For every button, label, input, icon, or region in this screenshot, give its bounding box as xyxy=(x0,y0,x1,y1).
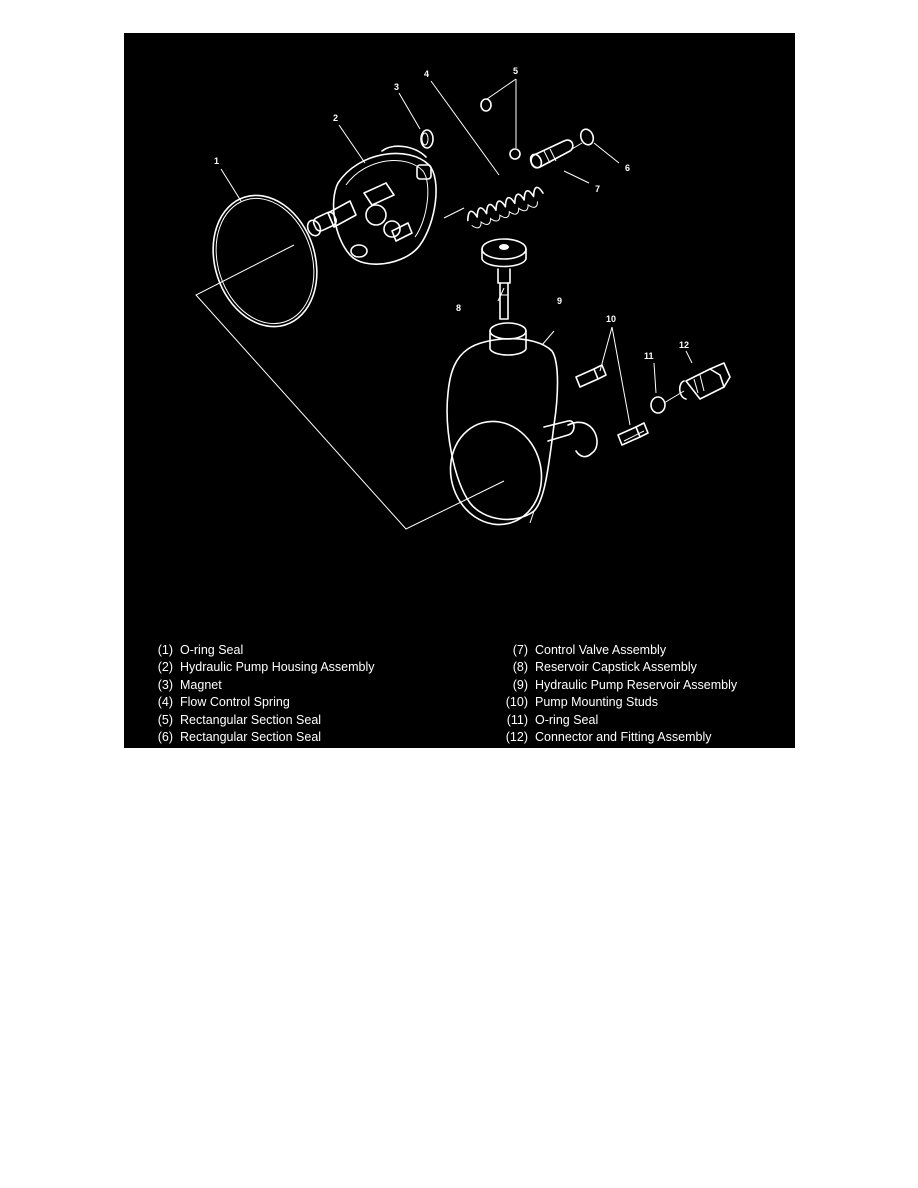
legend-column-left: (1)O-ring Seal (2)Hydraulic Pump Housing… xyxy=(144,642,375,746)
magnet xyxy=(420,129,434,149)
callout-10: 10 xyxy=(606,314,616,324)
callout-4: 4 xyxy=(424,69,429,79)
legend-item: (2)Hydraulic Pump Housing Assembly xyxy=(157,660,375,675)
connector-fitting xyxy=(678,362,731,400)
legend-item: (11)O-ring Seal xyxy=(506,712,599,727)
parts-legend: (1)O-ring Seal (2)Hydraulic Pump Housing… xyxy=(124,639,795,748)
legend-item: (8)Reservoir Capstick Assembly xyxy=(512,660,697,675)
reservoir-capstick xyxy=(481,238,527,320)
assembly-guide-line xyxy=(195,244,505,530)
legend-item: (12)Connector and Fitting Assembly xyxy=(505,729,712,744)
callout-12: 12 xyxy=(679,340,689,350)
callout-9: 9 xyxy=(557,296,562,306)
callout-3: 3 xyxy=(394,82,399,92)
o-ring-seal-large xyxy=(212,194,318,328)
pump-mounting-studs xyxy=(575,364,649,446)
pump-housing xyxy=(306,145,437,265)
legend-item: (5)Rectangular Section Seal xyxy=(157,712,322,727)
rectangular-section-seals xyxy=(480,98,521,160)
callout-11: 11 xyxy=(644,351,654,361)
legend-item: (4)Flow Control Spring xyxy=(157,695,290,710)
control-valve xyxy=(529,139,574,169)
rectangular-section-seal-6 xyxy=(579,128,595,146)
callout-2: 2 xyxy=(333,113,338,123)
legend-item: (3)Magnet xyxy=(157,677,222,692)
flow-control-spring xyxy=(466,186,544,229)
legend-item: (9)Hydraulic Pump Reservoir Assembly xyxy=(512,677,738,692)
exploded-view-figure: 1 2 3 4 5 6 7 8 9 10 11 12 (1)O-ring Sea… xyxy=(124,33,795,748)
callout-7: 7 xyxy=(595,184,600,194)
callout-6: 6 xyxy=(625,163,630,173)
pump-reservoir xyxy=(446,322,598,526)
o-ring-seal-small xyxy=(650,396,666,414)
power-steering-pump-exploded-diagram: 1 2 3 4 5 6 7 8 9 10 11 12 xyxy=(195,66,731,530)
legend-item: (6)Rectangular Section Seal xyxy=(157,729,322,744)
legend-column-right: (7)Control Valve Assembly (8)Reservoir C… xyxy=(499,642,737,746)
callout-1: 1 xyxy=(214,156,219,166)
legend-item: (10)Pump Mounting Studs xyxy=(505,695,658,710)
callout-5: 5 xyxy=(513,66,518,76)
callout-8: 8 xyxy=(456,303,461,313)
legend-item: (7)Control Valve Assembly xyxy=(512,643,667,657)
legend-item: (1)O-ring Seal xyxy=(157,643,244,657)
leader-lines xyxy=(220,78,693,442)
